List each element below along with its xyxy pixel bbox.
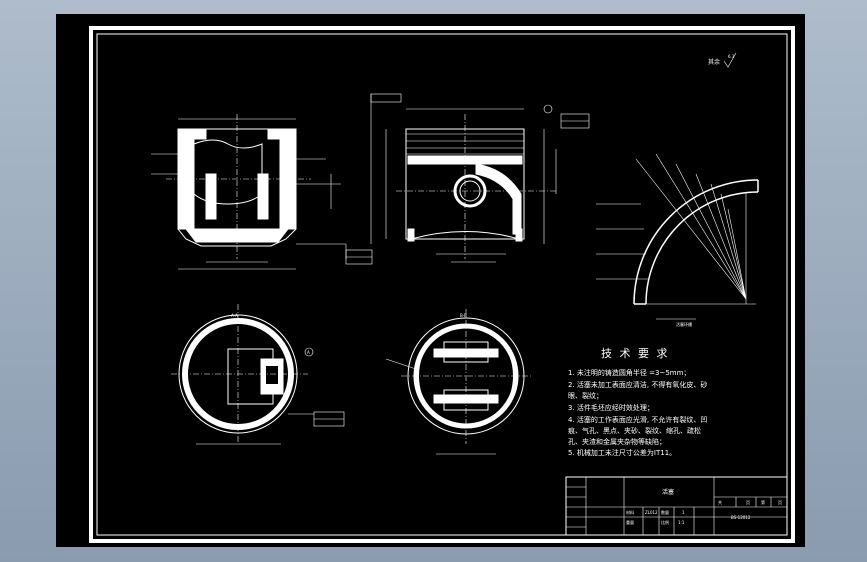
roughness-value: 6.3: [728, 54, 735, 59]
tb-page-label: 页: [746, 500, 750, 505]
tb-drawing-no: BS-12012: [731, 515, 751, 520]
tech-req-line-8: 5. 机械加工未注尺寸公差为IT11。: [568, 448, 676, 457]
tb-quantity-value: 1: [682, 510, 685, 515]
pin-bosses: [205, 173, 269, 220]
roughness-note-text: 其余: [708, 58, 720, 66]
datum-a-circle: [304, 347, 314, 357]
title-block-frame: [565, 476, 788, 536]
front-section-view: [151, 114, 373, 270]
inner-frame: [96, 33, 788, 536]
tb-sheet-label: 共: [718, 499, 722, 505]
tb-material-label: 材料: [626, 509, 634, 515]
roughness-icon: [723, 52, 737, 68]
detail-arc-caps: [634, 180, 759, 305]
tech-req-line-3: 眼、裂纹；: [568, 391, 603, 400]
tech-requirements: 技 术 要 求 1. 未注明的铸造圆角半径 =3~5mm； 2. 活塞未加工表面…: [568, 347, 707, 457]
skirt-curve: [410, 231, 520, 240]
tb-page-label2: 第: [761, 499, 765, 505]
detail-arc-outer: [645, 191, 759, 305]
tb-page-label3: 页: [778, 500, 782, 505]
tb-material-value: ZL012: [645, 510, 658, 515]
groove-callout: 活塞环槽: [676, 321, 692, 327]
crown-fill: [177, 128, 297, 140]
section-a-view: A-A A: [171, 304, 345, 445]
title-block: 活塞 材料 ZL012 数量 1 重量 比例 1:1 共 页 第 页 BS-12…: [565, 476, 788, 536]
tb-scale-label: 比例: [661, 519, 669, 525]
section-b-bosses: [433, 348, 499, 404]
outer-frame: [89, 26, 795, 543]
tech-req-line-7: 孔、夹渣和金属夹杂物等缺陷；: [568, 437, 666, 446]
tb-weight-label: 重量: [626, 519, 634, 525]
skirt-ends: [407, 228, 523, 242]
tech-req-line-5: 4. 活塞的工作表面应光滑, 不允许有裂纹、凹: [568, 415, 707, 424]
tb-quantity-label: 数量: [661, 509, 669, 515]
inner-cavity: [193, 139, 263, 205]
tech-req-title: 技 术 要 求: [601, 347, 670, 360]
tb-part-name: 活塞: [662, 488, 674, 496]
tech-req-line-4: 3. 活件毛坯应经时效处理；: [568, 403, 654, 412]
tech-req-line-2: 2. 活塞未加工表面应清洁, 不得有氧化皮、砂: [568, 380, 707, 389]
section-a-label: A-A: [231, 313, 238, 318]
drawing-canvas: 其余 6.3: [56, 14, 805, 547]
tolerance-frame-2: [370, 93, 402, 103]
detail-leaders: [635, 153, 747, 300]
section-b-leader: [385, 358, 417, 370]
groove-detail-view: 活塞环槽: [596, 153, 759, 327]
roughness-note: 其余 6.3: [708, 52, 737, 68]
detail-arc-outer2: [633, 179, 759, 305]
side-view: [370, 93, 590, 263]
datum-circle: [543, 104, 553, 114]
tb-scale-value: 1:1: [678, 520, 685, 525]
cad-drawing: 其余 6.3: [89, 26, 795, 543]
detail-dim-lines: [596, 203, 648, 280]
section-a-bore: [266, 366, 278, 384]
tech-req-line-6: 痕、气孔、黑点、夹砂、裂纹、缩孔、疏松: [568, 426, 701, 435]
tech-req-line-1: 1. 未注明的铸造圆角半径 =3~5mm；: [568, 368, 690, 377]
boss-rib: [475, 163, 522, 235]
section-b-boss-frames: [443, 341, 489, 411]
section-b-label: B-B: [460, 313, 467, 318]
section-b-view: B-B: [385, 309, 531, 455]
datum-a-text: A: [307, 350, 310, 355]
